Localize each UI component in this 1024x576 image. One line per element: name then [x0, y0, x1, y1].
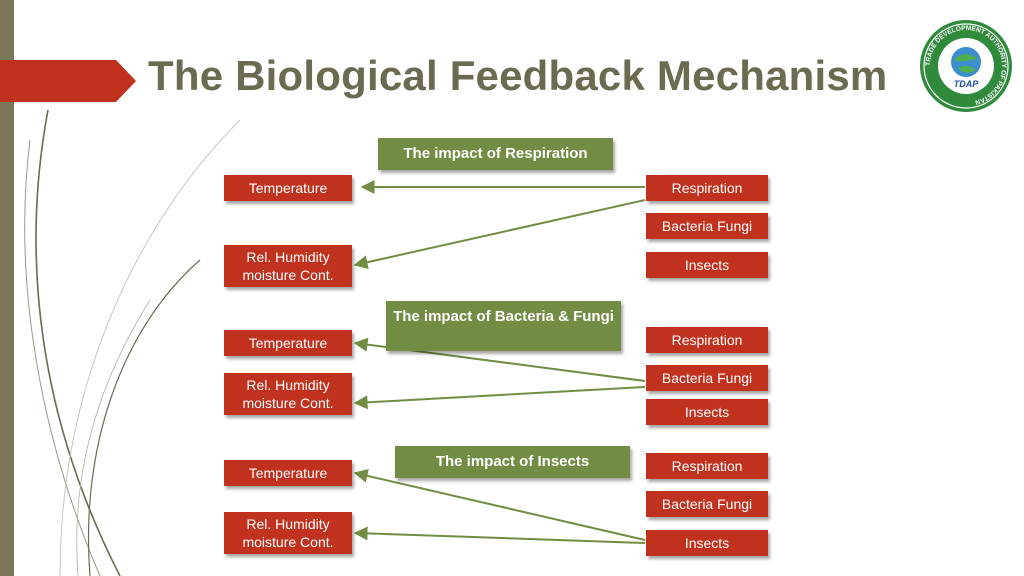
- node-temperature: Temperature: [224, 330, 352, 356]
- left-accent-bar: [0, 0, 14, 576]
- node-respiration: Respiration: [646, 327, 768, 353]
- page-title: The Biological Feedback Mechanism: [148, 52, 888, 99]
- arrow-insects-to-humidity-3: [353, 526, 646, 544]
- title-arrow-shape: [0, 60, 136, 102]
- node-respiration: Respiration: [646, 175, 768, 201]
- node-bacteria-fungi: Bacteria Fungi: [646, 213, 768, 239]
- tdap-logo: TRADE DEVELOPMENT AUTHORITY OF PAKISTAN …: [920, 20, 1012, 112]
- node-bacteria-fungi: Bacteria Fungi: [646, 365, 768, 391]
- node-humidity-moisture: Rel. Humidity moisture Cont.: [224, 245, 352, 287]
- decorative-swoosh-lines: [24, 109, 241, 576]
- arrow-respiration-to-humidity-1: [353, 199, 646, 270]
- node-humidity-moisture: Rel. Humidity moisture Cont.: [224, 512, 352, 554]
- arrow-bacteria-to-humidity-2: [353, 386, 646, 410]
- node-insects: Insects: [646, 399, 768, 425]
- section-header-insects: The impact of Insects: [395, 446, 630, 478]
- node-humidity-moisture: Rel. Humidity moisture Cont.: [224, 373, 352, 415]
- node-bacteria-fungi: Bacteria Fungi: [646, 491, 768, 517]
- logo-abbr: TDAP: [954, 79, 979, 89]
- node-temperature: Temperature: [224, 460, 352, 486]
- node-insects: Insects: [646, 252, 768, 278]
- node-temperature: Temperature: [224, 175, 352, 201]
- node-respiration: Respiration: [646, 453, 768, 479]
- section-header-respiration: The impact of Respiration: [378, 138, 613, 170]
- arrow-insects-to-temperature-3: [353, 469, 646, 541]
- node-insects: Insects: [646, 530, 768, 556]
- section-header-bacteria-fungi: The impact of Bacteria & Fungi: [386, 301, 621, 351]
